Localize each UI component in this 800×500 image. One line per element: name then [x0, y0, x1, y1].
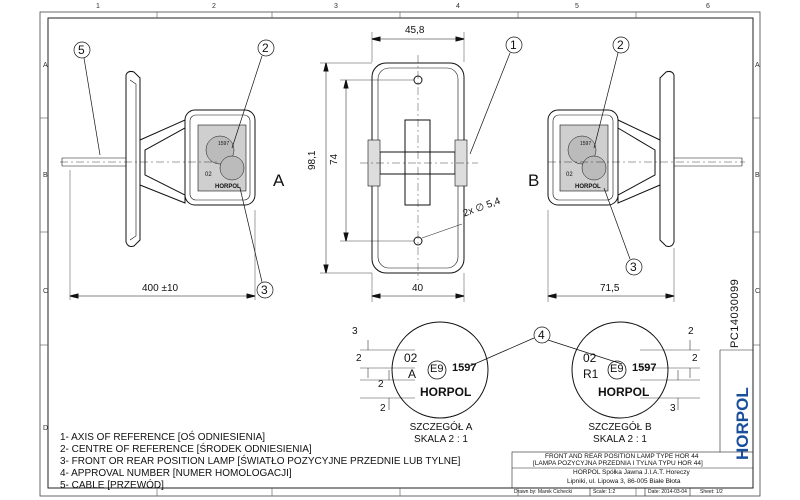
sheet-field: Sheet: 1/2: [700, 489, 723, 495]
left-lamp-body: [184, 109, 256, 206]
lens-marking-right: 02: [566, 172, 573, 178]
grid-col-6: 6: [706, 3, 710, 10]
title-line-2: [LAMPA POZYCYJNA PRZEDNIA I TYLNA TYPU H…: [533, 460, 703, 467]
right-callout-3: [625, 258, 643, 276]
legend-item-4: 4- APPROVAL NUMBER [NUMER HOMOLOGACJI]: [60, 468, 292, 479]
left-arm: [139, 119, 186, 204]
grid-col-5: 5: [575, 3, 579, 10]
detail-b-title: SZCZEGÓŁ B: [588, 422, 652, 433]
grid-row-b-right: B: [755, 172, 760, 179]
date-field: Date: 2014-03-04: [648, 489, 687, 495]
product-code: PC14030099: [729, 278, 741, 348]
legend-item-5: 5- CABLE [PRZEWÓD]: [60, 480, 164, 491]
left-base-plate: [125, 70, 141, 247]
dim-98-1: 98,1: [307, 150, 318, 170]
detail-a-number: 1597: [452, 362, 477, 374]
detail-a-code: 02: [404, 351, 418, 365]
detail-b-e9: E9: [610, 363, 624, 375]
callout-1-label: 1: [510, 38, 517, 52]
right-view: [547, 70, 745, 302]
legend-item-1: 1- AXIS OF REFERENCE [OŚ ODNIESIENIA]: [60, 432, 266, 443]
detail-b-dim-2-top: 2: [688, 326, 694, 337]
grid-row-c: C: [43, 288, 49, 295]
detail-a-class: A: [408, 367, 417, 381]
detail-b-scale: SKALA 2 : 1: [593, 434, 647, 445]
right-base-plate: [659, 70, 675, 247]
company-line-2: Lipniki, ul. Lipowa 3, 86-005 Białe Błot…: [567, 478, 681, 485]
center-callout-1: [505, 36, 523, 54]
detail-b-class: R1: [583, 367, 599, 381]
center-view: [320, 32, 478, 302]
view-label-b: B: [528, 171, 540, 190]
detail-a-title: SZCZEGÓŁ A: [409, 422, 473, 433]
dim-74: 74: [329, 153, 340, 165]
lens-approval-right: 1597: [580, 141, 592, 147]
callout-3-label-right: 3: [630, 260, 637, 274]
detail-a-scale: SKALA 2 : 1: [414, 434, 468, 445]
right-lamp-body: [547, 109, 619, 206]
legend-item-2: 2- CENTRE OF REFERENCE [ŚRODEK ODNIESIEN…: [60, 444, 312, 455]
legend-item-3: 3- FRONT OR REAR POSITION LAMP [ŚWIATŁO …: [60, 456, 461, 467]
brand-logo: HORPOL: [728, 360, 758, 460]
grid-row-a: A: [43, 62, 48, 69]
detail-b-number: 1597: [632, 362, 657, 374]
detail-a-dim-2-left: 2: [356, 353, 362, 364]
callout-2-label-right: 2: [617, 38, 624, 52]
horpol-logo-icon: HORPOL: [733, 387, 752, 460]
grid-col-4: 4: [456, 3, 460, 10]
title-line-1: FRONT AND REAR POSITION LAMP TYPE HOR 44: [545, 453, 699, 460]
grid-col-3: 3: [334, 3, 338, 10]
dim-71-5: 71,5: [600, 283, 620, 294]
detail-b-code: 02: [583, 351, 597, 365]
detail-b: [571, 321, 700, 419]
arm-vertical: [404, 119, 431, 206]
detail-a-dim-3-top: 3: [352, 326, 358, 337]
detail-a-e9: E9: [430, 363, 444, 375]
lens-brand-right: HORPOL: [575, 184, 601, 190]
callout-3-label-left: 3: [261, 283, 268, 297]
lens-approval-left: 1597: [218, 141, 230, 147]
callout-2-label-left: 2: [262, 41, 269, 55]
detail-a-dim-2-bottom: 2: [380, 403, 386, 414]
grid-row-b: B: [43, 172, 48, 179]
right-callout-2: [612, 36, 630, 54]
detail-callout-4: [533, 326, 551, 344]
title-block: [511, 349, 754, 496]
lens-marking-left: 02: [205, 172, 212, 178]
detail-b-caption: SZCZEGÓŁ B SKALA 2 : 1: [572, 422, 668, 446]
view-label-a: A: [273, 171, 285, 190]
grid-ticks: [40, 12, 760, 496]
grid-row-c-right: C: [755, 288, 761, 295]
left-view: [60, 70, 256, 300]
detail-a: [360, 321, 489, 419]
detail-b-brand: HORPOL: [598, 385, 650, 399]
left-callout-3: [256, 281, 274, 299]
drawn-by: Drawn by: Marek Cichecki: [514, 489, 573, 495]
inner-frame: [47, 17, 754, 489]
left-callout-2: [257, 39, 275, 57]
detail-b-dim-2-mid: 2: [692, 353, 698, 364]
callout-4-label: 4: [538, 328, 545, 342]
right-arm: [617, 119, 661, 204]
svg-text:HORPOL: HORPOL: [733, 387, 752, 460]
dim-400: 400 ±10: [142, 283, 179, 294]
lens-brand-left: HORPOL: [215, 184, 241, 190]
detail-a-dim-2-right: 2: [378, 379, 384, 390]
grid-row-d: D: [43, 425, 49, 432]
grid-col-2: 2: [212, 3, 216, 10]
company-line-1: HORPOL Spółka Jawna J.I.A.T. Horeczy: [573, 469, 690, 476]
scale-field: Scale: 1:2: [593, 489, 616, 495]
detail-a-caption: SZCZEGÓŁ A SKALA 2 : 1: [396, 422, 486, 446]
left-callout-5: [73, 41, 91, 59]
dim-45-8: 45,8: [405, 25, 425, 36]
dim-40: 40: [412, 283, 424, 294]
detail-b-dim-3: 3: [670, 403, 676, 414]
grid-col-1: 1: [96, 3, 100, 10]
detail-a-brand: HORPOL: [420, 385, 472, 399]
callout-5-label: 5: [78, 43, 85, 57]
legend: 1- AXIS OF REFERENCE [OŚ ODNIESIENIA] 2-…: [60, 432, 460, 492]
grid-row-a-right: A: [755, 62, 760, 69]
